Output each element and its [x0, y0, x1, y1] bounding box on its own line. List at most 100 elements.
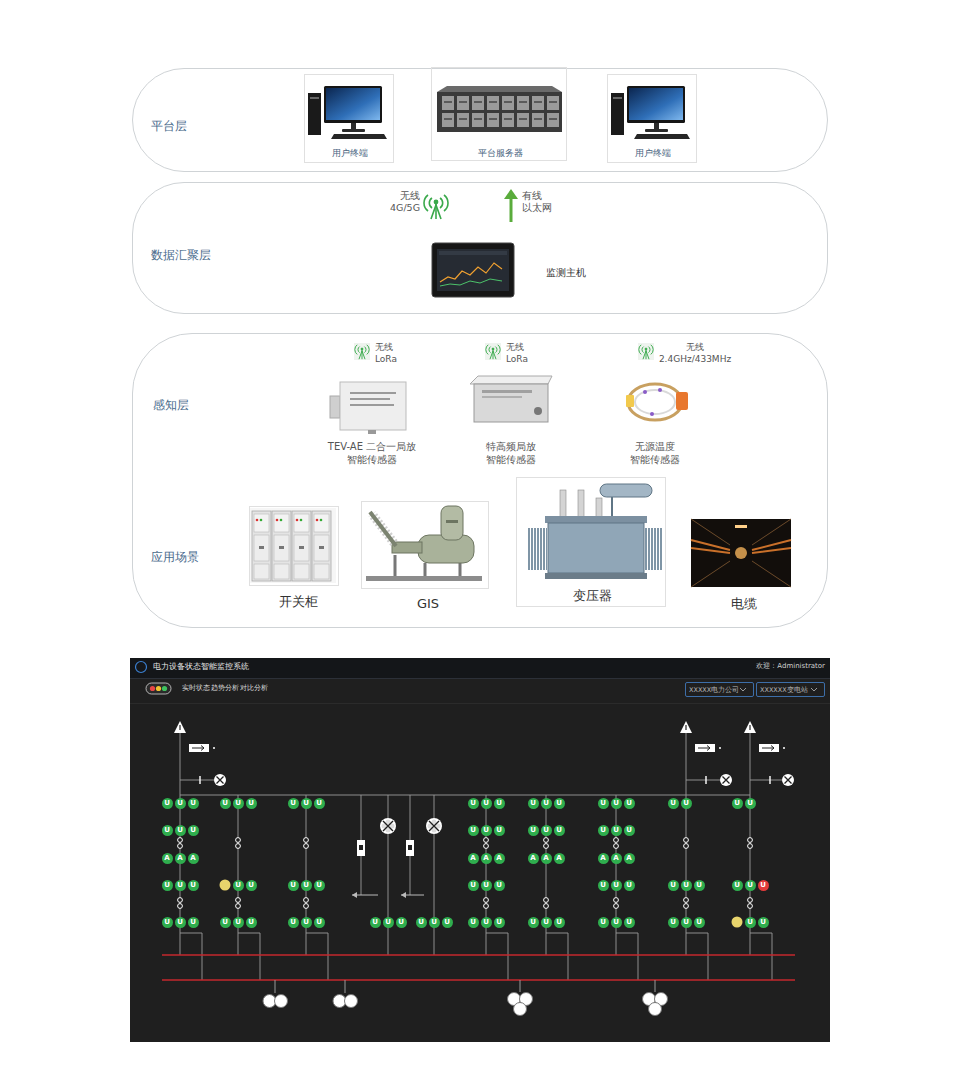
monitor-screen-art	[426, 818, 442, 834]
monitor-screen-art	[782, 774, 794, 786]
uhf-sensor-picture	[474, 384, 548, 422]
status-letter: U	[554, 917, 565, 928]
monitor-screen-art	[748, 838, 753, 849]
switchgear-picture	[312, 511, 331, 581]
monitor-screen-art	[275, 980, 655, 993]
status-letter: U	[694, 880, 705, 891]
status-letter: U	[233, 880, 244, 891]
status-dot: U	[494, 798, 505, 809]
layer-band: 数据汇聚层监测主机	[132, 182, 828, 314]
status-dot: U	[162, 917, 173, 928]
switchgear-picture	[250, 508, 336, 583]
monitor-screen-art	[220, 880, 231, 891]
scene-caption: 开关柜	[250, 594, 346, 611]
status-dot: U	[668, 880, 679, 891]
status-letter: A	[494, 853, 505, 864]
status-letter: U	[429, 917, 440, 928]
status-letter: U	[668, 880, 679, 891]
status-dot: U	[288, 917, 299, 928]
status-letter: U	[188, 917, 199, 928]
wireless-icon	[424, 195, 448, 219]
lora-icon	[354, 343, 370, 360]
status-letter: U	[288, 798, 299, 809]
monitor-screen-art	[359, 845, 363, 850]
status-dot: U	[541, 917, 552, 928]
tev-ae-sensor-picture	[368, 430, 376, 434]
monitor-screen-art	[544, 898, 549, 909]
status-dot: A	[624, 853, 635, 864]
transformer-picture	[527, 484, 662, 579]
status-letter: A	[541, 853, 552, 864]
status-letter: U	[624, 798, 635, 809]
monitor-screen-art	[130, 678, 830, 679]
monitor-screen: 电力设备状态智能监控系统XXXXX电力公司XXXXXX变电站UUUUUUUUUU…	[130, 658, 830, 1042]
status-dot: U	[468, 825, 479, 836]
status-letter: U	[246, 798, 257, 809]
status-letter: U	[301, 880, 312, 891]
status-dot: U	[175, 917, 186, 928]
dropdown-box: XXXXX电力公司	[685, 682, 754, 697]
scene-caption: 电缆	[692, 596, 796, 613]
status-letter: U	[233, 798, 244, 809]
monitor-screen-art	[352, 895, 424, 896]
layer-title: 应用场景	[151, 550, 221, 566]
monitor-screen-art	[345, 995, 358, 1008]
status-dot: U	[528, 798, 539, 809]
status-letter: U	[288, 917, 299, 928]
status-letter: U	[668, 798, 679, 809]
gis-picture	[441, 506, 463, 540]
status-dot: U	[694, 917, 705, 928]
monitor-screen-art	[352, 892, 357, 898]
status-dot: U	[162, 798, 173, 809]
status-letter: U	[301, 917, 312, 928]
status-letter: U	[611, 798, 622, 809]
screen-title: 电力设备状态智能监控系统	[153, 662, 373, 672]
layer-title: 平台层	[151, 119, 221, 135]
status-letter: U	[598, 917, 609, 928]
status-letter: U	[541, 798, 552, 809]
status-letter: A	[528, 853, 539, 864]
status-dot: U	[481, 880, 492, 891]
monitor-screen-art	[748, 898, 753, 909]
monitor-screen-art	[178, 838, 183, 849]
ethernet-arrow	[510, 198, 513, 222]
status-letter: U	[481, 880, 492, 891]
status-dot: U	[301, 798, 312, 809]
monitor-screen-art	[680, 721, 692, 733]
status-letter: U	[396, 917, 407, 928]
status-letter: A	[481, 853, 492, 864]
status-dot: U	[288, 880, 299, 891]
gis-picture	[366, 506, 482, 581]
tab-text: 趋势分析	[211, 684, 239, 692]
monitor-screen-art	[401, 892, 406, 898]
status-letter: U	[541, 917, 552, 928]
monitor-screen-art	[684, 898, 689, 909]
status-dot: U	[681, 880, 692, 891]
gis-picture	[446, 520, 458, 523]
status-dot: U	[442, 917, 453, 928]
status-dot: U	[429, 917, 440, 928]
sensor-caption: 特高频局放 智能传感器	[476, 440, 546, 466]
device-frame: 平台服务器	[431, 67, 567, 161]
status-dot: U	[175, 825, 186, 836]
monitor-screen-art	[514, 1003, 527, 1016]
ethernet-arrow	[504, 189, 518, 222]
status-letter: U	[481, 917, 492, 928]
lora-icon	[639, 345, 653, 359]
channel-label: 无线 LoRa	[375, 342, 411, 365]
temperature-sensor-picture	[658, 388, 662, 392]
status-dot: A	[598, 853, 609, 864]
monitor-screen-art	[150, 686, 155, 691]
status-dot: U	[288, 798, 299, 809]
status-letter: U	[416, 917, 427, 928]
status-letter: U	[611, 825, 622, 836]
status-letter: U	[494, 880, 505, 891]
status-letter: U	[598, 880, 609, 891]
status-letter: U	[494, 917, 505, 928]
status-dot: U	[598, 917, 609, 928]
temperature-sensor-picture	[626, 395, 634, 407]
transformer-picture	[600, 484, 652, 497]
monitor-screen-art	[695, 744, 721, 752]
status-letter: U	[468, 825, 479, 836]
layer-title: 感知层	[153, 398, 223, 414]
